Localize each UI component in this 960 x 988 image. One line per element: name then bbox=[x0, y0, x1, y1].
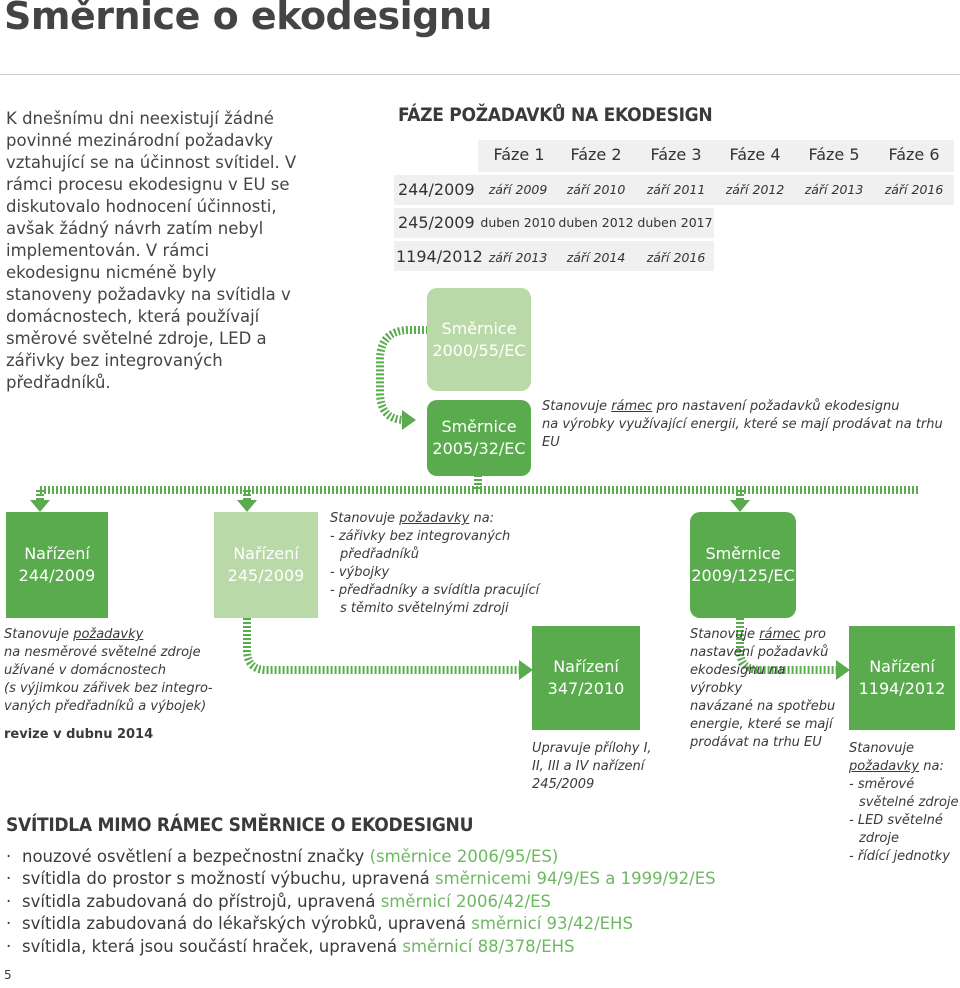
box-code: 244/2009 bbox=[18, 566, 96, 585]
box-code: 347/2010 bbox=[547, 679, 625, 698]
phase-row-label: 244/2009 bbox=[398, 180, 475, 199]
phase-date: září 2013 bbox=[804, 182, 864, 197]
box-title: Nařízení bbox=[233, 544, 299, 563]
list-item: ·nouzové osvětlení a bezpečnostní značky… bbox=[6, 847, 559, 866]
regulation-347-box: Nařízení 347/2010 bbox=[532, 626, 640, 730]
regulation-1194-box: Nařízení 1194/2012 bbox=[849, 626, 955, 730]
box-code: 1194/2012 bbox=[858, 679, 946, 698]
regulation-244-note: Stanovuje požadavky na nesměrové světeln… bbox=[4, 626, 244, 744]
regulation-1194-note: Stanovuje požadavky na: - směrové světel… bbox=[849, 741, 959, 864]
box-title: Nařízení bbox=[24, 544, 90, 563]
phase-header: Fáze 1 bbox=[493, 145, 545, 164]
box-code: 2005/32/EC bbox=[432, 439, 526, 458]
box-code: 245/2009 bbox=[227, 566, 305, 585]
list-item: ·svítidla do prostor s možností výbuchu,… bbox=[6, 869, 716, 889]
phase-date: září 2009 bbox=[488, 182, 548, 197]
directive-2009-125-box: Směrnice 2009/125/EC bbox=[690, 512, 796, 618]
phase-row-bg bbox=[394, 208, 714, 238]
directive-2005-32-box: Směrnice 2005/32/EC bbox=[427, 400, 531, 476]
phases-header-bg bbox=[478, 140, 954, 172]
regulation-245-note: Stanovuje požadavky na: - zářivky bez in… bbox=[330, 511, 540, 616]
list-item: ·svítidla zabudovaná do přístrojů, uprav… bbox=[6, 891, 551, 911]
phase-date: duben 2010 bbox=[480, 215, 556, 230]
phase-row-label: 245/2009 bbox=[398, 213, 475, 232]
box-code: 2000/55/EC bbox=[432, 340, 526, 360]
page-number: 5 bbox=[4, 968, 12, 982]
outside-scope-heading: SVÍTIDLA MIMO RÁMEC SMĚRNICE O EKODESIGN… bbox=[6, 814, 474, 836]
phase-date: září 2016 bbox=[884, 182, 944, 197]
directive-2005-note: Stanovuje rámec pro nastavení požadavků … bbox=[542, 399, 943, 450]
regulation-347-note: Upravuje přílohy I, II, III a IV nařízen… bbox=[532, 741, 652, 792]
phase-header: Fáze 6 bbox=[888, 145, 940, 164]
box-title: Směrnice bbox=[441, 318, 517, 338]
list-item: ·svítidla, která jsou součástí hraček, u… bbox=[6, 936, 575, 956]
phase-date: září 2014 bbox=[566, 250, 626, 265]
phase-header: Fáze 5 bbox=[808, 145, 860, 164]
page-title: Směrnice o ekodesignu bbox=[4, 0, 492, 38]
phase-header: Fáze 2 bbox=[570, 145, 622, 164]
title-rule bbox=[0, 74, 960, 75]
phase-date: duben 2012 bbox=[558, 215, 634, 230]
revision-note: revize v dubnu 2014 bbox=[4, 727, 154, 742]
box-code: 2009/125/EC bbox=[691, 566, 795, 585]
phase-header: Fáze 3 bbox=[650, 145, 702, 164]
phase-row-bg bbox=[394, 175, 954, 205]
phase-date: září 2011 bbox=[646, 182, 706, 197]
phases-heading: FÁZE POŽADAVKŮ NA EKODESIGN bbox=[398, 104, 713, 126]
box-title: Nařízení bbox=[869, 657, 935, 676]
phase-date: září 2012 bbox=[725, 182, 785, 197]
box-title: Nařízení bbox=[553, 657, 619, 676]
phase-row-label: 1194/2012 bbox=[396, 247, 483, 266]
phase-date: září 2016 bbox=[646, 250, 706, 265]
directive-2000-55-box: Směrnice 2000/55/EC bbox=[427, 288, 531, 391]
outside-scope-list: ·nouzové osvětlení a bezpečnostní značky… bbox=[6, 846, 716, 958]
phase-date: září 2013 bbox=[488, 250, 548, 265]
phase-row-bg bbox=[394, 241, 714, 271]
phase-date: duben 2017 bbox=[637, 215, 713, 230]
regulation-245-box: Nařízení 245/2009 bbox=[214, 512, 318, 618]
phase-date: září 2010 bbox=[566, 182, 626, 197]
phase-header: Fáze 4 bbox=[729, 145, 781, 164]
list-item: ·svítidla zabudovaná do lékařských výrob… bbox=[6, 914, 633, 934]
box-title: Směrnice bbox=[705, 544, 781, 563]
regulation-244-box: Nařízení 244/2009 bbox=[6, 512, 108, 618]
directive-2009-note: Stanovuje rámec pro nastavení požadavků … bbox=[690, 627, 836, 750]
intro-paragraph: K dnešnímu dni neexistují žádné povinné … bbox=[6, 109, 297, 392]
box-title: Směrnice bbox=[441, 417, 517, 436]
